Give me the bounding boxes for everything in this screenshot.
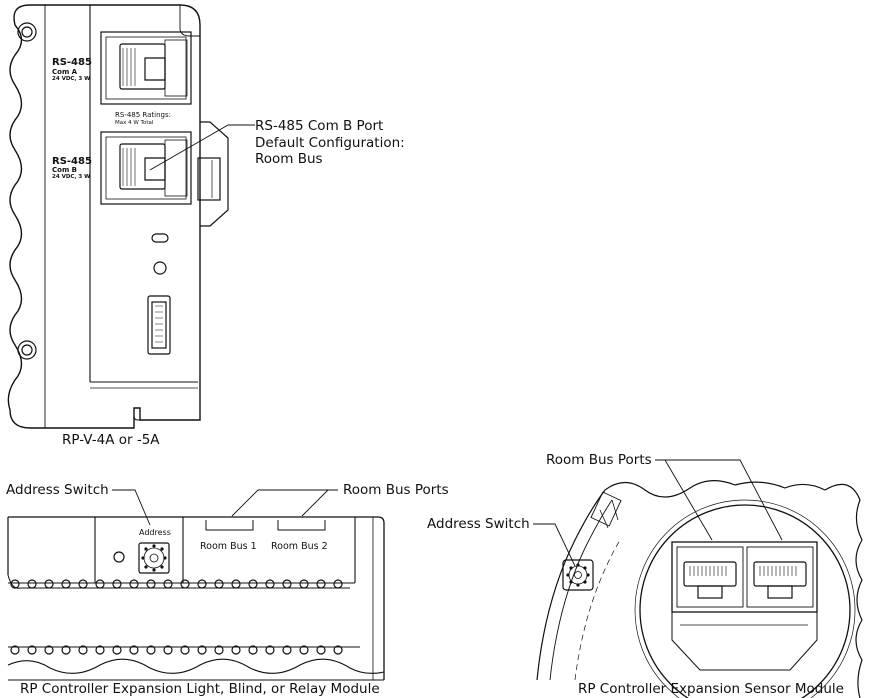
ratings-title: RS-485 Ratings:: [115, 111, 171, 119]
br-room-bus-ports-callout: Room Bus Ports: [546, 452, 652, 468]
port-a-sub: Com A: [52, 68, 78, 76]
bl-address-switch-callout: Address Switch: [6, 482, 109, 498]
terminal-bumps-top: [7, 574, 350, 589]
port-b-sub: Com B: [52, 166, 78, 174]
br-caption: RP Controller Expansion Sensor Module: [578, 681, 844, 697]
com-b-callout-line2: Default Configuration:: [255, 135, 405, 151]
rp-v-controller: [7, 4, 255, 429]
top-device-caption: RP-V-4A or -5A: [62, 432, 160, 448]
bl-room-bus-ports-callout: Room Bus Ports: [343, 482, 449, 498]
ratings-value: Max 4 W Total: [115, 120, 154, 126]
expansion-sensor-module: [533, 459, 863, 698]
room-bus-2-label: Room Bus 2: [271, 541, 328, 552]
bl-caption: RP Controller Expansion Light, Blind, or…: [20, 681, 380, 697]
port-a-title: RS-485: [52, 57, 92, 68]
port-b-rating: 24 VDC, 3 W: [52, 174, 91, 180]
com-b-callout-line3: Room Bus: [255, 151, 323, 167]
port-b-title: RS-485: [52, 156, 92, 167]
address-label: Address: [139, 528, 171, 537]
com-b-callout-line1: RS-485 Com B Port: [255, 118, 384, 134]
room-bus-1-label: Room Bus 1: [200, 541, 257, 552]
terminal-bumps-bottom: [8, 645, 360, 655]
expansion-light-module: [7, 489, 385, 681]
port-a-rating: 24 VDC, 3 W: [52, 76, 91, 82]
br-address-switch-callout: Address Switch: [427, 516, 530, 532]
